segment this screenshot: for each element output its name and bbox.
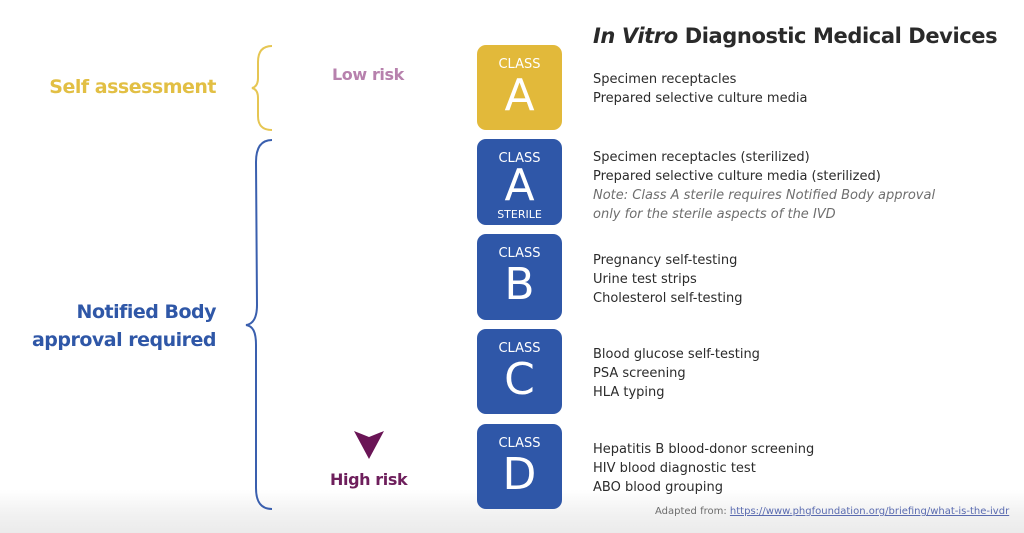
page-title: In Vitro Diagnostic Medical Devices	[593, 24, 998, 48]
class-c-badge: CLASS C	[477, 329, 562, 414]
example-item: Specimen receptacles	[593, 72, 737, 87]
class-a-sterile-badge: CLASS A STERILE	[477, 139, 562, 225]
self-assessment-brace	[251, 45, 273, 131]
example-item: Cholesterol self-testing	[593, 291, 743, 306]
class-letter: A	[504, 160, 535, 211]
class-letter: B	[504, 259, 535, 310]
class-d-examples: Hepatitis B blood-donor screening HIV bl…	[593, 440, 814, 497]
high-risk-label: High risk	[330, 470, 408, 489]
class-a-badge: CLASS A	[477, 45, 562, 130]
class-letter: D	[502, 449, 537, 500]
title-rest: Diagnostic Medical Devices	[677, 24, 998, 48]
example-item: Blood glucose self-testing	[593, 347, 760, 362]
example-item: Specimen receptacles (sterilized)	[593, 150, 810, 165]
example-item: Prepared selective culture media	[593, 91, 808, 106]
example-item: HLA typing	[593, 385, 665, 400]
notified-body-label: Notified Body approval required	[31, 298, 217, 354]
class-c-examples: Blood glucose self-testing PSA screening…	[593, 345, 760, 402]
example-item: PSA screening	[593, 366, 686, 381]
example-item: HIV blood diagnostic test	[593, 461, 756, 476]
notified-body-label-line2: approval required	[31, 329, 217, 351]
sterile-label: STERILE	[497, 208, 542, 221]
self-assessment-label: Self assessment	[49, 76, 216, 98]
class-a-examples: Specimen receptacles Prepared selective …	[593, 70, 807, 108]
title-italic: In Vitro	[593, 24, 678, 48]
note-line: only for the sterile aspects of the IVD	[593, 207, 836, 222]
example-item: Hepatitis B blood-donor screening	[593, 442, 815, 457]
example-item: ABO blood grouping	[593, 480, 723, 495]
example-item: Pregnancy self-testing	[593, 253, 738, 268]
class-label: CLASS	[498, 57, 541, 72]
notified-body-brace	[245, 139, 273, 510]
class-b-examples: Pregnancy self-testing Urine test strips…	[593, 251, 743, 308]
class-label: CLASS	[498, 436, 541, 451]
class-label: CLASS	[498, 151, 541, 166]
example-item: Prepared selective culture media (steril…	[593, 169, 881, 184]
source-credit: Adapted from: https://www.phgfoundation.…	[655, 506, 1009, 517]
class-label: CLASS	[498, 341, 541, 356]
class-a-sterile-examples: Specimen receptacles (sterilized) Prepar…	[593, 148, 935, 224]
class-b-badge: CLASS B	[477, 234, 562, 320]
note-line: Note: Class A sterile requires Notified …	[593, 188, 936, 203]
class-letter: C	[504, 354, 535, 405]
credit-prefix: Adapted from:	[655, 506, 730, 517]
low-risk-label: Low risk	[332, 65, 404, 84]
class-letter: A	[504, 70, 535, 121]
class-label: CLASS	[498, 246, 541, 261]
notified-body-label-line1: Notified Body	[76, 301, 217, 323]
risk-arrow-head	[354, 431, 384, 459]
source-link[interactable]: https://www.phgfoundation.org/briefing/w…	[729, 506, 1010, 517]
example-item: Urine test strips	[593, 272, 697, 287]
class-d-badge: CLASS D	[477, 424, 562, 509]
